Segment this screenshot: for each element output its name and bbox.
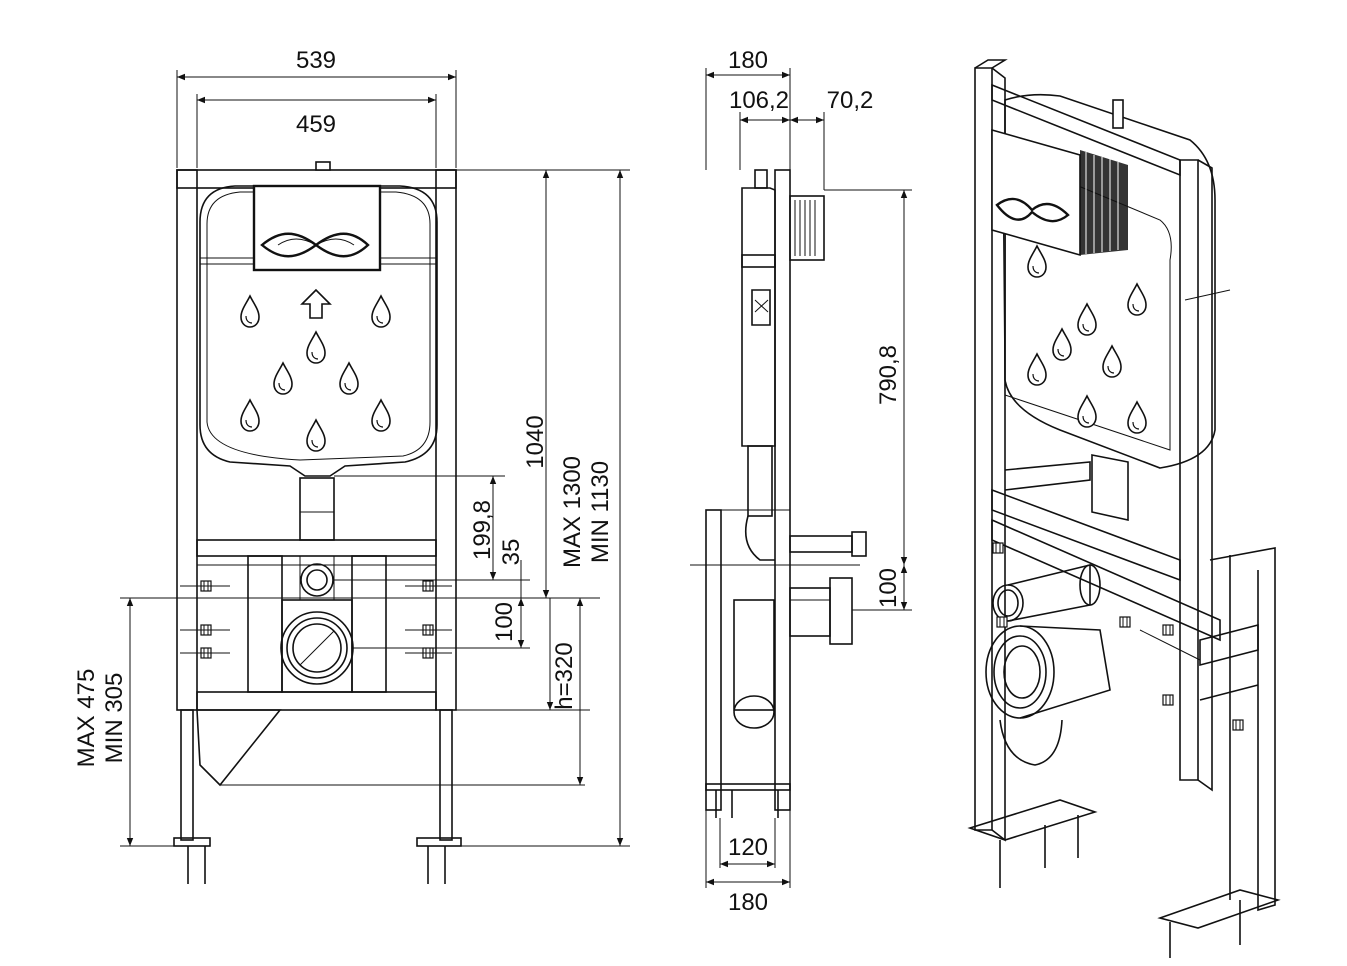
label-459: 459 bbox=[296, 111, 336, 138]
label-539: 539 bbox=[296, 47, 336, 74]
dimension-100-side: 100 bbox=[852, 565, 912, 611]
side-view: 180 106,2 70,2 bbox=[690, 47, 912, 916]
label-199-8: 199,8 bbox=[469, 500, 496, 560]
label-min-1130: MIN 1130 bbox=[587, 461, 614, 563]
isometric-view bbox=[967, 59, 1281, 958]
dimension-depth-ab: 106,2 70,2 bbox=[729, 87, 873, 190]
label-790-8: 790,8 bbox=[875, 345, 902, 405]
dimension-width-inner: 459 bbox=[196, 94, 437, 168]
dimension-790: 790,8 bbox=[875, 190, 908, 565]
dimension-h-320: h=320 bbox=[353, 598, 590, 785]
dimension-leg: MAX 475 MIN 305 bbox=[73, 597, 180, 847]
label-106-2: 106,2 bbox=[729, 87, 789, 114]
iso-plate-ridges bbox=[1085, 152, 1119, 254]
arrow-up-icon bbox=[300, 288, 332, 319]
drop-icon bbox=[1077, 395, 1097, 428]
dimension-height-max-min: MAX 1300 MIN 1130 bbox=[559, 169, 630, 846]
dimension-199: 199,8 bbox=[334, 475, 505, 580]
front-cistern bbox=[199, 161, 438, 541]
label-max-475: MAX 475 bbox=[73, 669, 100, 768]
drop-icon bbox=[1027, 245, 1047, 278]
label-1040: 1040 bbox=[522, 415, 549, 468]
front-frame bbox=[173, 169, 585, 884]
dimension-100-front: 100 bbox=[353, 598, 530, 649]
drop-icon bbox=[1127, 401, 1147, 434]
flush-plate bbox=[252, 184, 382, 272]
label-180-bottom: 180 bbox=[728, 889, 768, 916]
label-min-305: MIN 305 bbox=[101, 673, 128, 764]
label-max-1300: MAX 1300 bbox=[559, 456, 586, 568]
label-100-side: 100 bbox=[875, 568, 902, 608]
drop-icon bbox=[339, 362, 359, 395]
side-button-threads bbox=[794, 200, 816, 256]
dimension-width-outer: 539 bbox=[176, 47, 457, 168]
dimension-height-total: 1040 bbox=[456, 169, 630, 847]
label-35: 35 bbox=[498, 539, 525, 566]
front-lower-assembly bbox=[180, 555, 600, 693]
dimension-35: 35 bbox=[334, 539, 530, 598]
drop-icon bbox=[1027, 353, 1047, 386]
drop-icon bbox=[371, 295, 391, 328]
drop-icon bbox=[240, 295, 260, 328]
drop-icon bbox=[1077, 303, 1097, 336]
drop-icon bbox=[306, 419, 326, 452]
drop-icon bbox=[240, 399, 260, 432]
label-h-320: h=320 bbox=[551, 642, 578, 709]
label-180-top: 180 bbox=[728, 47, 768, 74]
label-70-2: 70,2 bbox=[827, 87, 874, 114]
drop-icon bbox=[1127, 283, 1147, 316]
drop-icon bbox=[273, 362, 293, 395]
dimension-foot: 120 180 bbox=[705, 790, 791, 916]
label-100: 100 bbox=[491, 602, 518, 642]
drop-icon bbox=[306, 331, 326, 364]
label-120: 120 bbox=[728, 834, 768, 861]
side-frame bbox=[690, 169, 912, 818]
drop-icon bbox=[371, 399, 391, 432]
front-view: 539 459 bbox=[73, 47, 630, 884]
drop-icon bbox=[1052, 328, 1072, 361]
drop-icon bbox=[1102, 345, 1122, 378]
